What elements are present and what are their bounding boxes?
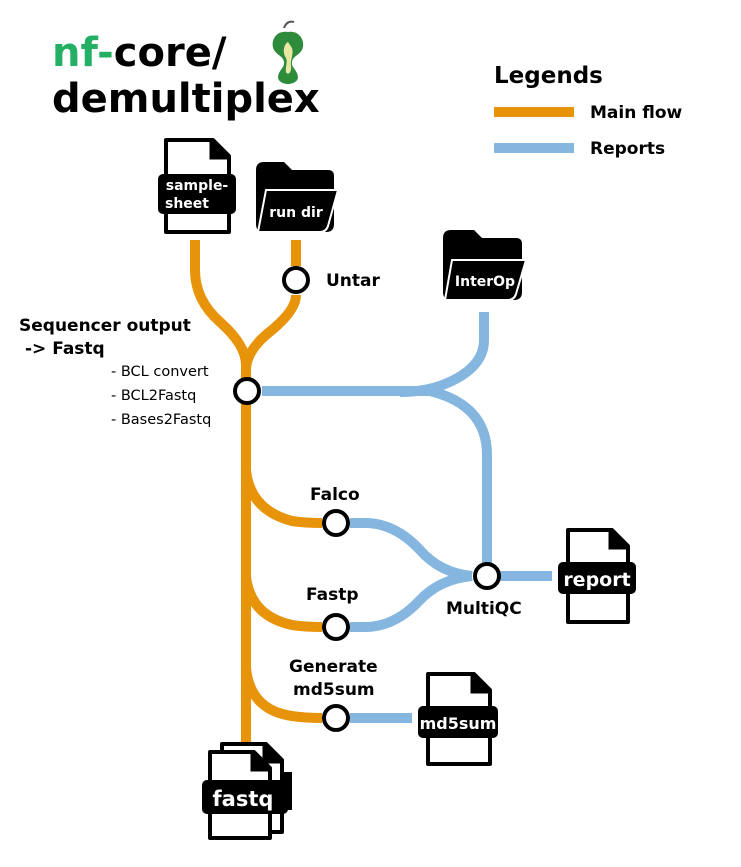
main-flow-lines bbox=[190, 240, 323, 742]
legend-heading: Legends bbox=[494, 63, 603, 89]
md5sum-file-icon: md5sum bbox=[418, 672, 498, 766]
interop-label: InterOp bbox=[455, 274, 515, 290]
pipeline-nodes bbox=[233, 266, 501, 732]
multiqc-label: MultiQC bbox=[446, 599, 522, 619]
sequencer-label-line2: -> Fastq bbox=[25, 339, 105, 359]
untar-node bbox=[282, 266, 310, 294]
report-label: report bbox=[563, 569, 630, 591]
title-name: demultiplex bbox=[52, 76, 320, 122]
samplesheet-label-line2: sheet bbox=[165, 196, 209, 212]
legend: Legends Main flow Reports bbox=[494, 63, 683, 159]
svg-text:nf-core/: nf-core/ bbox=[52, 30, 227, 76]
md5sum-label: md5sum bbox=[420, 714, 497, 733]
fastp-label: Fastp bbox=[306, 585, 359, 605]
multiqc-node bbox=[473, 562, 501, 590]
fastp-node bbox=[322, 613, 350, 641]
sequencer-tools-list: - BCL convert - BCL2Fastq - Bases2Fastq bbox=[111, 364, 211, 428]
falco-node bbox=[322, 509, 350, 537]
md5-label-line2: md5sum bbox=[293, 680, 375, 700]
samplesheet-label-line1: sample- bbox=[166, 178, 229, 194]
fastq-files-icon: fastq bbox=[202, 742, 292, 840]
samplesheet-file-icon: sample- sheet bbox=[158, 138, 236, 234]
legend-main-flow-label: Main flow bbox=[590, 103, 683, 123]
tool-item: - Bases2Fastq bbox=[111, 412, 211, 428]
title-core: core/ bbox=[114, 30, 227, 76]
title-prefix: nf- bbox=[52, 30, 114, 76]
tool-item: - BCL2Fastq bbox=[111, 388, 196, 404]
fastq-label: fastq bbox=[213, 787, 274, 811]
pipeline-title: nf-core/ demultiplex bbox=[52, 30, 320, 122]
md5-label-line1: Generate bbox=[289, 657, 378, 677]
reports-lines bbox=[262, 312, 552, 723]
md5-node bbox=[322, 704, 350, 732]
tool-item: - BCL convert bbox=[111, 364, 209, 380]
sequencer-label-line1: Sequencer output bbox=[19, 316, 191, 336]
legend-reports-label: Reports bbox=[590, 139, 665, 159]
sequencer-output-label: Sequencer output -> Fastq bbox=[19, 316, 191, 359]
sequencer-node bbox=[233, 377, 261, 405]
nf-core-apple-icon bbox=[272, 20, 304, 84]
untar-label: Untar bbox=[326, 271, 381, 291]
falco-label: Falco bbox=[310, 485, 360, 505]
run-dir-label: run dir bbox=[269, 205, 323, 221]
run-dir-folder-icon: run dir bbox=[256, 162, 340, 233]
report-file-icon: report bbox=[558, 528, 636, 624]
interop-folder-icon: InterOp bbox=[443, 230, 528, 301]
